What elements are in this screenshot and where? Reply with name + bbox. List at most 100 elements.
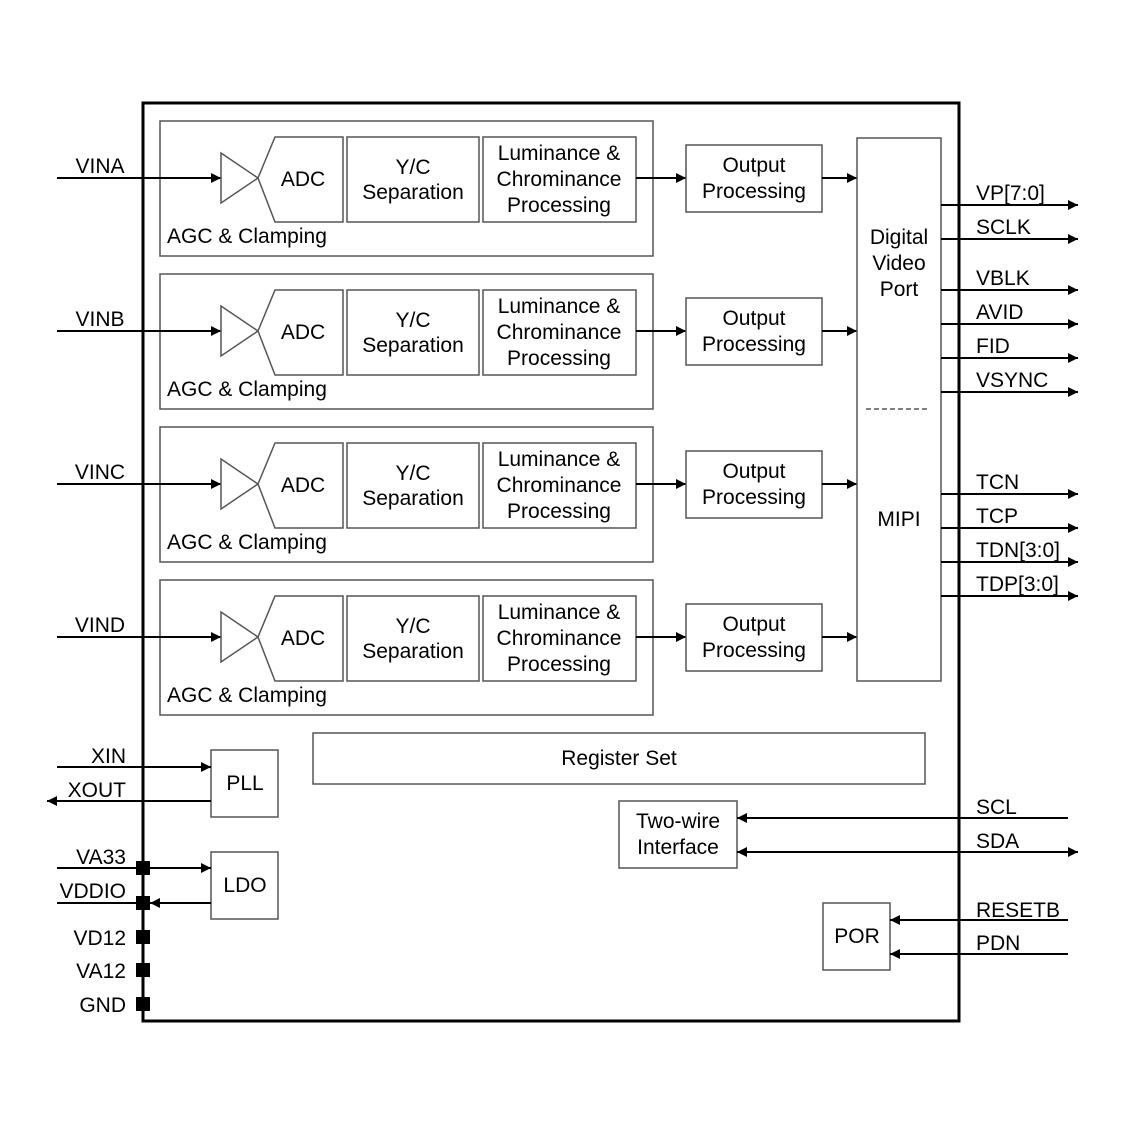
mipi-output-signal: TDP[3:0] xyxy=(941,573,1078,601)
xin-label: XIN xyxy=(91,745,126,768)
input-label: VIND xyxy=(75,614,125,637)
yc-label-line-2: Separation xyxy=(362,487,464,510)
dvp-output-signal: VBLK xyxy=(941,267,1078,295)
yc-label-line-1: Y/C xyxy=(395,309,430,332)
pll-box xyxy=(210,749,279,818)
dvp-output-signals: VP[7:0] SCLK VBLK AVID FID VSYNC xyxy=(941,182,1078,397)
adc-box xyxy=(257,289,344,376)
amplifier-icon xyxy=(220,304,260,358)
amplifier-icon xyxy=(220,610,260,664)
output-proc-line-2: Processing xyxy=(702,180,806,203)
pll-block: PLL XIN XOUT xyxy=(47,745,279,818)
signal-label: FID xyxy=(976,335,1010,358)
adc-box xyxy=(257,136,344,223)
input-label: VINB xyxy=(75,308,124,331)
yc-label-line-1: Y/C xyxy=(395,156,430,179)
vd12-pin xyxy=(136,930,150,944)
dvp-label-line-3: Port xyxy=(880,278,919,301)
va33-label: VA33 xyxy=(76,846,126,869)
lcp-label-line-1: Luminance & xyxy=(498,448,621,471)
gnd-pin xyxy=(136,997,150,1011)
dvp-output-signal: FID xyxy=(941,335,1078,363)
por-label: POR xyxy=(834,925,880,948)
register-set-label: Register Set xyxy=(561,747,677,770)
input-label: VINA xyxy=(75,155,124,178)
adc-label: ADC xyxy=(281,168,325,191)
amplifier-icon xyxy=(220,457,260,511)
signal-label: SCLK xyxy=(976,216,1031,239)
signal-label: TDN[3:0] xyxy=(976,539,1060,562)
lcp-label-line-1: Luminance & xyxy=(498,142,621,165)
dvp-label-line-1: Digital xyxy=(870,226,928,249)
output-proc-line-2: Processing xyxy=(702,333,806,356)
luma-chroma-box xyxy=(482,136,637,223)
yc-label-line-2: Separation xyxy=(362,640,464,663)
yc-separation-box xyxy=(346,136,480,223)
yc-separation-box xyxy=(346,442,480,529)
yc-label-line-1: Y/C xyxy=(395,615,430,638)
signal-label: VSYNC xyxy=(976,369,1048,392)
signal-label: VP[7:0] xyxy=(976,182,1045,205)
adc-label: ADC xyxy=(281,474,325,497)
mipi-label: MIPI xyxy=(877,508,920,531)
adc-label: ADC xyxy=(281,627,325,650)
ldo-block: LDO VA33 VDDIO xyxy=(57,846,279,920)
amplifier-icon xyxy=(220,151,260,205)
ldo-box xyxy=(210,851,279,920)
output-proc-line-1: Output xyxy=(722,307,785,330)
agc-clamping-label: AGC & Clamping xyxy=(167,225,327,248)
power-pins: VD12 VA12 GND xyxy=(73,927,150,1017)
resetb-label: RESETB xyxy=(976,899,1060,922)
va33-pin xyxy=(136,861,150,875)
yc-label-line-2: Separation xyxy=(362,181,464,204)
mipi-output-signal: TCP xyxy=(941,505,1078,533)
scl-label: SCL xyxy=(976,796,1017,819)
sda-label: SDA xyxy=(976,830,1019,853)
mipi-output-signal: TCN xyxy=(941,471,1078,499)
agc-clamping-label: AGC & Clamping xyxy=(167,684,327,707)
yc-separation-box xyxy=(346,595,480,682)
output-proc-line-2: Processing xyxy=(702,486,806,509)
luma-chroma-box xyxy=(482,442,637,529)
va12-pin xyxy=(136,963,150,977)
vddio-label: VDDIO xyxy=(59,880,126,903)
two-wire-label-line-1: Two-wire xyxy=(636,810,720,833)
dvp-output-signal: SCLK xyxy=(941,216,1078,244)
output-proc-line-2: Processing xyxy=(702,639,806,662)
lcp-label-line-3: Processing xyxy=(507,347,611,370)
lcp-label-line-1: Luminance & xyxy=(498,601,621,624)
vd12-label: VD12 xyxy=(73,927,126,950)
lcp-label-line-3: Processing xyxy=(507,653,611,676)
vddio-pin xyxy=(136,896,150,910)
dvp-label-line-2: Video xyxy=(872,252,925,275)
lcp-label-line-2: Chrominance xyxy=(497,168,622,191)
two-wire-box xyxy=(618,800,738,869)
gnd-label: GND xyxy=(79,994,126,1017)
pdn-label: PDN xyxy=(976,932,1020,955)
lcp-label-line-3: Processing xyxy=(507,194,611,217)
two-wire-block: Two-wire Interface SCL SDA xyxy=(618,796,1078,869)
output-proc-line-1: Output xyxy=(722,154,785,177)
dvp-output-signal: VSYNC xyxy=(941,369,1078,397)
por-block: POR RESETB PDN xyxy=(822,899,1068,971)
output-processing-box xyxy=(685,603,823,672)
lcp-label-line-2: Chrominance xyxy=(497,627,622,650)
agc-clamping-label: AGC & Clamping xyxy=(167,531,327,554)
two-wire-label-line-2: Interface xyxy=(637,836,719,859)
dvp-output-signal: AVID xyxy=(941,301,1078,329)
adc-box xyxy=(257,442,344,529)
output-proc-line-1: Output xyxy=(722,460,785,483)
signal-label: AVID xyxy=(976,301,1023,324)
output-proc-line-1: Output xyxy=(722,613,785,636)
adc-box xyxy=(257,595,344,682)
dvp-output-signal: VP[7:0] xyxy=(941,182,1078,210)
xout-label: XOUT xyxy=(68,779,127,802)
lcp-label-line-2: Chrominance xyxy=(497,474,622,497)
signal-label: TCN xyxy=(976,471,1019,494)
